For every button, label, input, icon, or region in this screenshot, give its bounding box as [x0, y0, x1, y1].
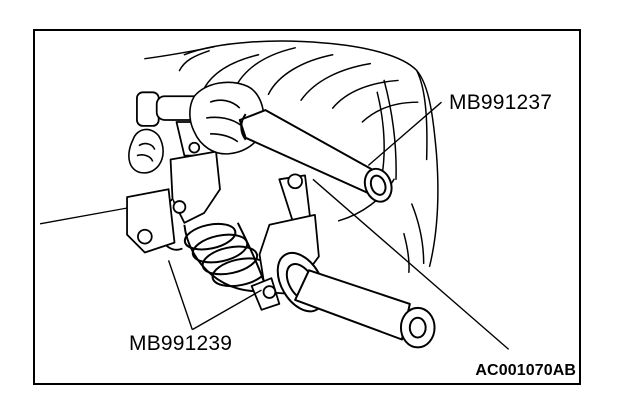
handle-mb991237 [238, 109, 393, 203]
figure-id-label: AC001070AB [475, 362, 576, 379]
coil-spring [183, 222, 270, 293]
tool-label-mb991237: MB991237 [449, 91, 553, 114]
tool-label-mb991239: MB991239 [129, 332, 233, 355]
diagram-frame: MB991237 MB991239 AC001070AB [33, 29, 581, 385]
shock-absorber [276, 252, 436, 349]
leader-lines [167, 101, 510, 350]
operator-arm [144, 40, 439, 273]
left-hand [128, 128, 164, 174]
spring-compressor-illustration [39, 40, 510, 350]
bench-line [39, 206, 134, 225]
